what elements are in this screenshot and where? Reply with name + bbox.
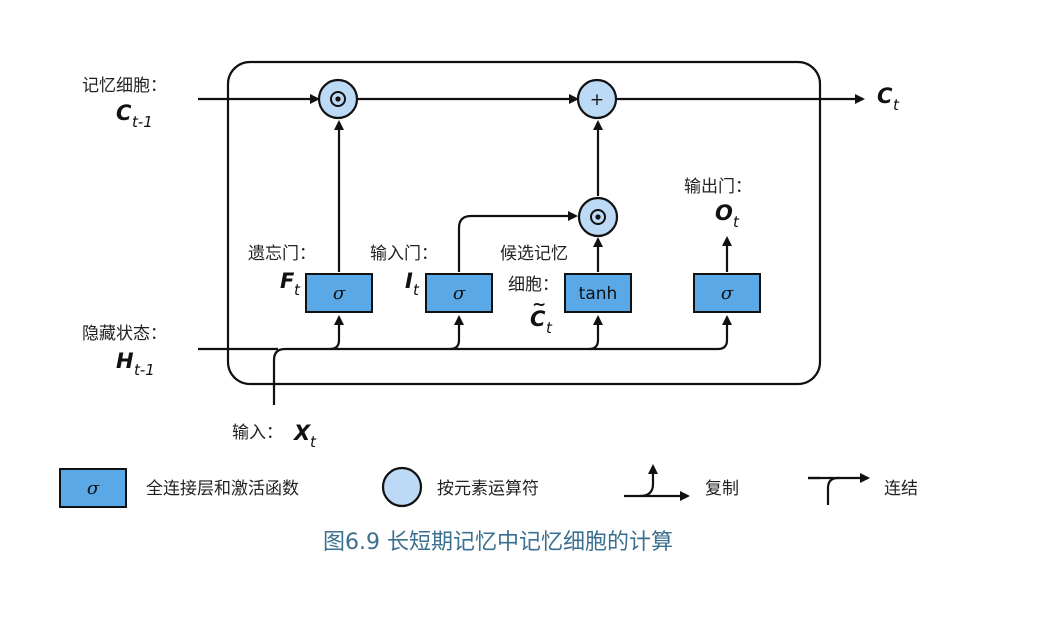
svg-text:t: t — [733, 213, 740, 231]
cell-boundary — [226, 60, 822, 386]
svg-text:C: C — [116, 101, 132, 125]
svg-text:全连接层和激活函数: 全连接层和激活函数 — [146, 479, 299, 499]
input-to-mult — [457, 211, 578, 272]
branch-input — [449, 315, 464, 351]
hidden-state-label: 隐藏状态： — [82, 324, 167, 344]
svg-text:σ: σ — [453, 283, 466, 304]
output-cell-var: C t — [877, 84, 900, 114]
svg-text:O: O — [715, 201, 733, 225]
svg-text:+: + — [590, 90, 604, 110]
output-gate-var: O t — [715, 201, 740, 231]
figure-caption: 图6.9 长短期记忆中记忆细胞的计算 — [323, 530, 673, 555]
output-gate-label: 输出门： — [684, 177, 752, 197]
svg-text:C: C — [877, 84, 893, 108]
candidate-multiply-op — [577, 196, 619, 238]
add-op: + — [576, 78, 618, 120]
svg-text:按元素运算符: 按元素运算符 — [437, 479, 539, 499]
svg-text:σ: σ — [721, 283, 734, 304]
legend-fc: σ 全连接层和激活函数 — [59, 468, 299, 508]
legend-copy: 复制 — [624, 464, 739, 501]
candidate-label-1: 候选记忆 — [500, 244, 568, 264]
svg-text:连结: 连结 — [884, 479, 918, 499]
svg-text:σ: σ — [333, 283, 346, 304]
tanh-box: tanh — [564, 273, 632, 313]
svg-text:t-1: t-1 — [132, 113, 153, 131]
memory-cell-label: 记忆细胞： — [82, 76, 167, 96]
forget-gate-label: 遗忘门： — [248, 244, 316, 264]
svg-text:t: t — [413, 281, 420, 299]
input-label: 输入： — [232, 423, 283, 443]
svg-text:F: F — [280, 269, 295, 293]
svg-text:t: t — [893, 96, 900, 114]
svg-text:H: H — [116, 349, 134, 373]
input-gate-label: 输入门： — [370, 244, 438, 264]
candidate-label-2: 细胞： — [508, 275, 559, 295]
svg-text:t: t — [310, 433, 317, 451]
branch-forget — [329, 315, 344, 351]
svg-text:t-1: t-1 — [134, 361, 155, 379]
candidate-var: ~ C t — [530, 295, 553, 337]
input-gate-box: σ — [425, 273, 493, 313]
svg-text:σ: σ — [87, 478, 100, 499]
branch-candidate — [588, 315, 603, 351]
input-gate-var: I t — [405, 269, 420, 299]
svg-text:I: I — [405, 269, 413, 293]
svg-text:t: t — [546, 319, 553, 337]
svg-text:X: X — [292, 421, 312, 445]
output-gate-box: σ — [693, 273, 761, 313]
memory-cell-var: C t-1 — [116, 101, 153, 131]
svg-text:复制: 复制 — [705, 479, 739, 499]
svg-text:~: ~ — [532, 295, 546, 315]
svg-text:C: C — [530, 307, 546, 331]
legend-concat: 连结 — [808, 478, 918, 505]
hidden-state-var: H t-1 — [116, 349, 155, 379]
svg-text:tanh: tanh — [579, 284, 618, 304]
input-var: X t — [292, 421, 317, 451]
forget-gate-box: σ — [305, 273, 373, 313]
input-concat-line — [272, 315, 732, 405]
forget-gate-var: F t — [280, 269, 301, 299]
svg-text:t: t — [294, 281, 301, 299]
forget-multiply-op — [317, 78, 359, 120]
legend-op: 按元素运算符 — [381, 466, 539, 508]
